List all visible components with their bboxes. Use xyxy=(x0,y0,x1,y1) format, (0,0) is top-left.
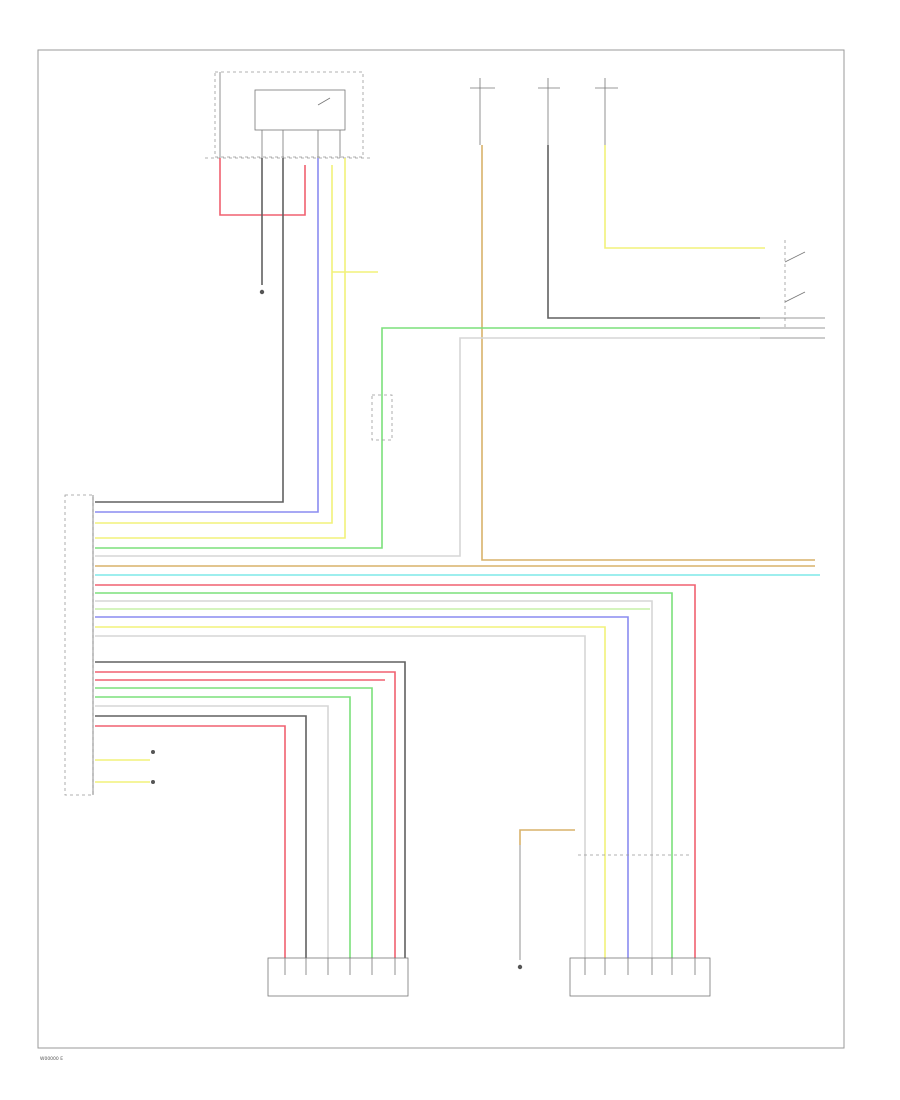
terminal-grounds xyxy=(151,750,155,784)
wire-red-lower-3 xyxy=(95,725,286,958)
wire-green-lower-2 xyxy=(95,696,351,958)
bottom-right-connector xyxy=(569,957,711,997)
wire-green-lower-1 xyxy=(95,687,373,958)
wire-red-lower-1 xyxy=(95,671,396,958)
wire-blue-relay xyxy=(95,158,319,513)
wire-white-bus-2 xyxy=(95,635,586,958)
wire-yellow-relay-b xyxy=(95,158,346,539)
wire-white-bus xyxy=(95,600,653,958)
bottom-left-connector xyxy=(267,957,409,997)
wire-yellow-supply xyxy=(604,145,765,249)
diagram-frame xyxy=(37,49,845,1049)
wire-green-mid xyxy=(95,327,760,549)
wire-blue-bus xyxy=(95,616,629,958)
ground-symbol-relay xyxy=(259,289,265,295)
wire-black-lower-2 xyxy=(95,715,307,958)
wire-orange-sensor xyxy=(519,829,575,845)
wire-white-mid xyxy=(95,337,760,557)
top-right-supply xyxy=(470,78,815,561)
wire-black-lower xyxy=(95,661,406,958)
main-connector xyxy=(64,494,94,796)
wire-black-supply xyxy=(547,145,760,319)
relay-wires xyxy=(95,158,378,539)
switch-symbols xyxy=(760,240,825,339)
wire-red-bus xyxy=(95,584,696,958)
wire-white-lower xyxy=(95,705,329,958)
cross-wires xyxy=(95,327,760,557)
page-code: W00000 E xyxy=(40,1056,63,1062)
wire-yellow-relay-a xyxy=(95,165,333,524)
wire-yellow-bus xyxy=(95,626,606,958)
main-bus-wires xyxy=(95,565,820,958)
lower-group-wires xyxy=(95,661,406,958)
bottom-middle-sensor xyxy=(517,829,690,970)
wire-orange-supply xyxy=(481,145,815,561)
wire-black-relay-1 xyxy=(95,158,284,503)
relay-component xyxy=(205,71,370,159)
wire-green-bus-1 xyxy=(95,592,673,958)
